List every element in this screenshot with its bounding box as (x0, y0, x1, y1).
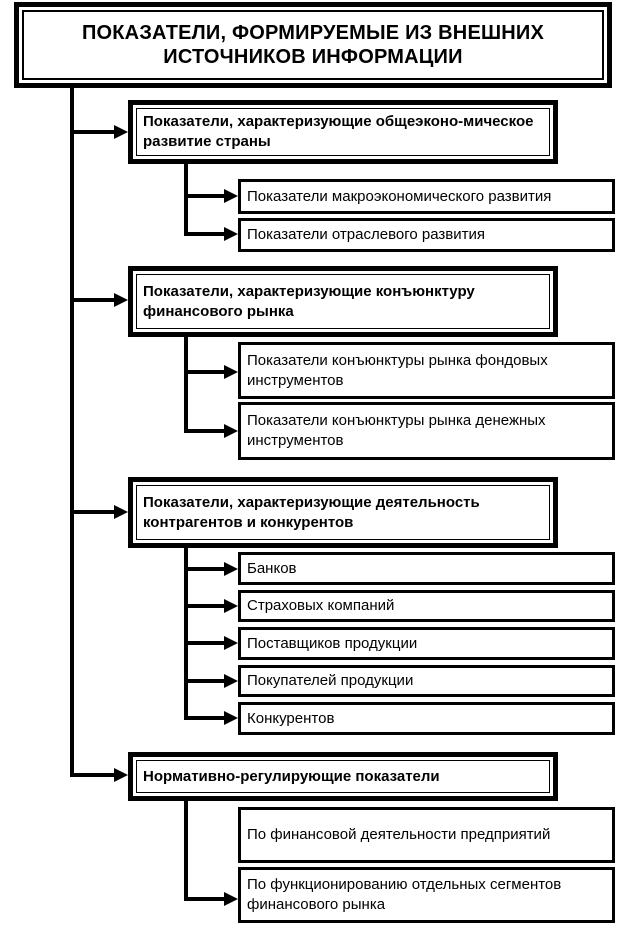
arrow-icon (224, 562, 238, 576)
arrow-icon (224, 711, 238, 725)
arrow-icon (224, 365, 238, 379)
sub-item-box: По финансовой деятельности предприятий (238, 807, 615, 863)
arrow-icon (114, 293, 128, 307)
arrow-icon (224, 227, 238, 241)
sub-item-box: Показатели отраслевого развития (238, 218, 615, 252)
category-box-counterparties: Показатели, характеризующие деятельность… (128, 477, 558, 548)
diagram-title-box: ПОКАЗАТЕЛИ, ФОРМИРУЕМЫЕ ИЗ ВНЕШНИХ ИСТОЧ… (14, 2, 612, 88)
connector-line (70, 130, 116, 134)
branch-line (184, 548, 188, 720)
sub-item-box: Конкурентов (238, 702, 615, 735)
sub-item-box: Страховых компаний (238, 590, 615, 622)
connector-line (70, 773, 116, 777)
sub-item-box: Показатели конъюнктуры рынка фондовых ин… (238, 342, 615, 399)
category-box-financial-market: Показатели, характеризующие конъюнктуру … (128, 266, 558, 337)
branch-line (184, 337, 188, 433)
connector-line (70, 510, 116, 514)
category-label: Показатели, характеризующие деятельность… (136, 485, 550, 540)
sub-item-box: Показатели конъюнктуры рынка денежных ин… (238, 402, 615, 460)
branch-line (184, 801, 188, 901)
category-label: Показатели, характеризующие конъюнктуру … (136, 274, 550, 329)
arrow-icon (114, 768, 128, 782)
arrow-icon (224, 892, 238, 906)
arrow-icon (224, 189, 238, 203)
arrow-icon (114, 125, 128, 139)
connector-line (184, 641, 226, 645)
category-label: Нормативно-регулирующие показатели (136, 760, 550, 793)
arrow-icon (224, 424, 238, 438)
sub-item-box: Показатели макроэкономического развития (238, 179, 615, 214)
connector-line (70, 298, 116, 302)
connector-line (184, 716, 226, 720)
connector-line (184, 604, 226, 608)
arrow-icon (224, 599, 238, 613)
sub-item-box: Банков (238, 552, 615, 585)
connector-line (184, 567, 226, 571)
sub-item-box: Покупателей продукции (238, 665, 615, 697)
arrow-icon (224, 636, 238, 650)
connector-line (184, 897, 226, 901)
main-trunk-line (70, 88, 74, 777)
diagram-title: ПОКАЗАТЕЛИ, ФОРМИРУЕМЫЕ ИЗ ВНЕШНИХ ИСТОЧ… (22, 10, 604, 80)
sub-item-box: По функционированию отдельных сегментов … (238, 867, 615, 923)
connector-line (184, 194, 226, 198)
category-box-regulatory: Нормативно-регулирующие показатели (128, 752, 558, 801)
category-label: Показатели, характеризующие общеэконо-ми… (136, 108, 550, 156)
connector-line (184, 429, 226, 433)
connector-line (184, 232, 226, 236)
arrow-icon (114, 505, 128, 519)
sub-item-box: Поставщиков продукции (238, 627, 615, 660)
arrow-icon (224, 674, 238, 688)
category-box-economic: Показатели, характеризующие общеэконо-ми… (128, 100, 558, 164)
connector-line (184, 679, 226, 683)
connector-line (184, 370, 226, 374)
branch-line (184, 164, 188, 236)
